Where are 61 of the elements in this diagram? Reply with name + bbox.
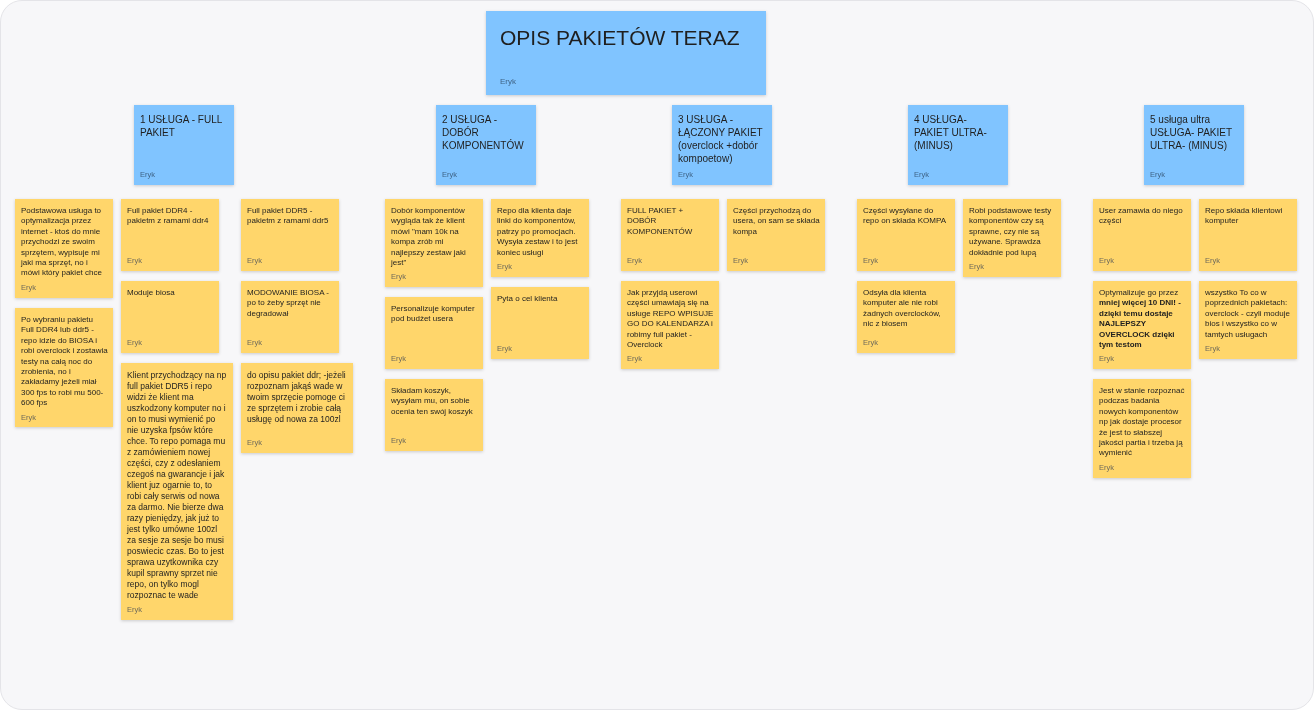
note-text: Full pakiet DDR4 - pakietm z ramami ddr4 <box>127 206 210 227</box>
sticky-note <box>963 199 1061 277</box>
note-text: Części wysyłane do repo on składa KOMPA <box>863 206 947 227</box>
note-text: Klient przychodzący na np full pakiet DDR5 i repo widzi że klient ma uszkodzony komputer no i on to musi wymienić po nie uzyska fpsów które chce. To repo pomaga mu z zamówieniem nowej części, czy z odesłaniem czegoś na gwarancje i jak klient juz ogarnie to, to robi cały serwis od nowa za darmo. Nie bierze dwa razy pieniędzy, jak już to jest tylko umówne 100zl za sesje za sesje bo musi poswiecic czas. Bo to jest sprawa uzytkownika czy kupil sprawny sprzet nie repo, on tylko mogl rozpoznac te wade <box>127 370 228 601</box>
note-text: Optymalizuje go przez mniej więcej 10 DNI! - dzięki temu dostaje NAJLEPSZY OVERCLOCK dzięki tym testom <box>1099 288 1182 351</box>
sticky-note <box>491 287 589 359</box>
note-text: Personalizuje komputer pod budżet usera <box>391 304 476 325</box>
sticky-note <box>121 281 219 353</box>
sticky-note <box>672 105 772 185</box>
sticky-note <box>241 281 339 353</box>
note-text: Robi podstawowe testy komponentów czy są sprawne, czy nie są używane. Sprawdza dokładnie pod lupą <box>969 206 1053 259</box>
note-text: Części przychodzą do usera, on sam se składa kompa <box>733 206 820 238</box>
sticky-note <box>1199 199 1297 271</box>
note-text: Repo składa klientowi komputer <box>1205 206 1284 227</box>
sticky-note <box>1144 105 1244 185</box>
sticky-note <box>857 281 955 353</box>
note-text: Składam koszyk, wysyłam mu, on sobie ocenia ten swój koszyk <box>391 386 474 418</box>
note-text: Odsyła dla klienta komputer ale nie robi żadnych overclocków, nic z biosem <box>863 288 942 330</box>
sticky-note <box>15 199 113 298</box>
note-text: Jest w stanie rozpoznać podczas badania nowych komponentów np jak dostaje procesor że jest to słabszej jakości partia i trzeba ją wymienić <box>1099 386 1186 459</box>
note-heading: 2 USŁUGA - DOBÓR KOMPONENTÓW <box>442 113 525 152</box>
note-text: FULL PAKIET + DOBÓR KOMPONENTÓW <box>627 206 694 238</box>
note-heading: 3 USŁUGA - ŁĄCZONY PAKIET (overclock +dobór kompoetow) <box>678 113 764 165</box>
note-text: Podstawowa usługa to optymalizacja przez internet - ktoś do mnie przychodzi ze swoim sprzętem, wypisuje mi jaki ma sprzęt, no i mówi który pakiet chce <box>21 206 103 279</box>
note-text: Moduje biosa <box>127 288 175 299</box>
note-text: Repo dla klienta daje linki do komponentów, patrzy po promocjach. Wysyła zestaw i to jest koniec usługi <box>497 206 579 259</box>
note-text: Po wybraniu pakietu Full DDR4 lub ddr5 - repo idzie do BIOSA i robi overclock i zostawia testy na całą noc do zrobienia, no i zakładamy jeżeli miał 300 fps to robi mu 500-600 fps <box>21 315 108 409</box>
author-name: Eryk <box>500 75 516 87</box>
note-text: Dobór komponentów wygląda tak że klient mówi "mam 10k na kompa zrób mi najlepszy zestaw jaki jest" <box>391 206 467 269</box>
sticky-note <box>491 199 589 277</box>
note-heading: 5 usługa ultra USŁUGA- PAKIET ULTRA- (MINUS) <box>1150 113 1233 152</box>
board-title: OPIS PAKIETÓW TERAZ <box>500 25 740 51</box>
note-text: Full pakiet DDR5 - pakietm z ramami ddr5 <box>247 206 330 227</box>
note-text: wszystko To co w poprzednich pakietach: overclock - czyli moduje bios i wszystko co w tamtych usługach <box>1205 288 1291 341</box>
sticky-note <box>436 105 536 185</box>
sticky-note <box>134 105 234 185</box>
sticky-note <box>1199 281 1297 359</box>
sticky-note <box>385 297 483 369</box>
note-heading: 4 USŁUGA- PAKIET ULTRA- (MINUS) <box>914 113 988 152</box>
sticky-note <box>241 363 353 453</box>
note-text: Pyta o cel klienta <box>497 294 558 305</box>
sticky-note <box>385 199 483 288</box>
sticky-note <box>1093 379 1191 478</box>
sticky-note <box>621 199 719 271</box>
note-text: MODOWANIE BIOSA - po to żeby sprzęt nie degradował <box>247 288 330 320</box>
note-text: do opisu pakiet ddr; -jeżeli rozpoznam jakąś wade w twoim sprzęcie pomoge ci ze sprzętem i zrobie całą usługę od nowa za 100zl <box>247 370 347 425</box>
sticky-note <box>621 281 719 370</box>
note-text: User zamawia do niego części <box>1099 206 1184 227</box>
note-heading: 1 USŁUGA - FULL PAKIET <box>140 113 223 139</box>
sticky-note <box>385 379 483 451</box>
sticky-note <box>486 11 766 95</box>
sticky-note <box>241 199 339 271</box>
sticky-note <box>1093 199 1191 271</box>
sticky-note <box>121 199 219 271</box>
sticky-note <box>727 199 825 271</box>
note-text: Jak przyjdą userowi części umawiają się na usługe REPO WPISUJE GO DO KALENDARZA i robimy full pakiet - Overclock <box>627 288 714 351</box>
sticky-note <box>1093 281 1191 370</box>
sticky-note <box>15 308 113 428</box>
sticky-note <box>857 199 955 271</box>
sticky-note <box>908 105 1008 185</box>
sticky-note <box>121 363 233 620</box>
